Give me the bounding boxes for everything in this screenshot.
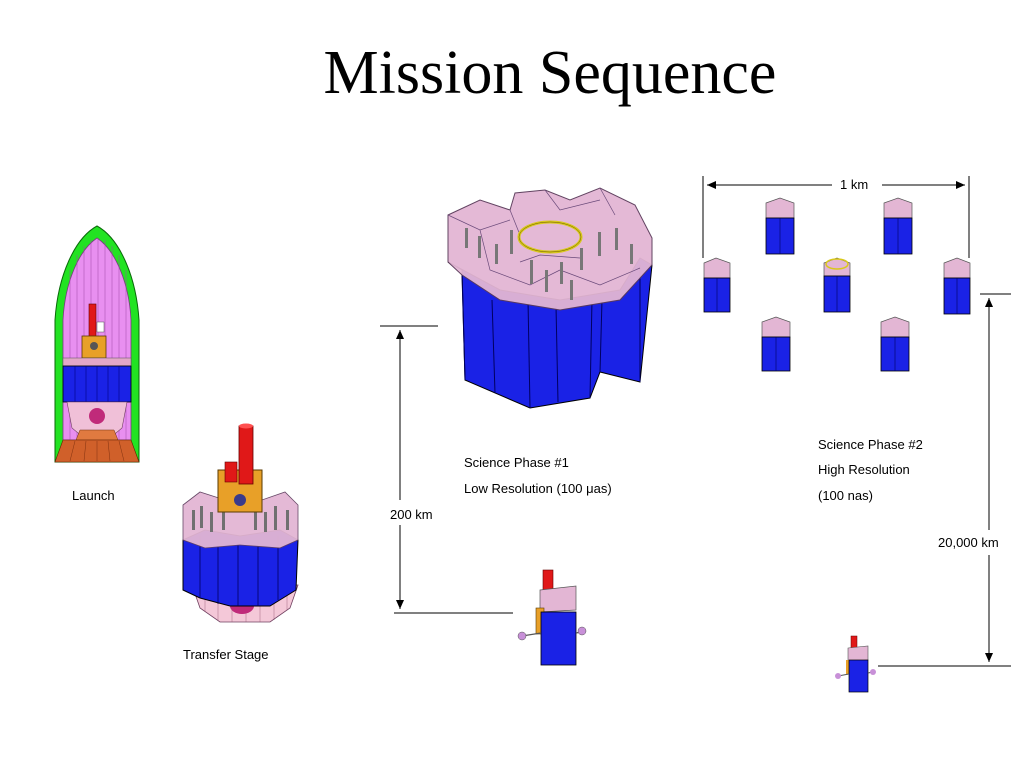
dimension-1km xyxy=(702,176,970,258)
formation-craft xyxy=(703,257,731,313)
detector-craft-icon xyxy=(517,569,587,666)
formation-hub xyxy=(823,257,851,313)
science1-title: Science Phase #1 xyxy=(464,455,569,470)
detector-craft-icon xyxy=(835,635,876,693)
science2-resolution: High Resolution xyxy=(818,462,910,477)
distance-20000km: 20,000 km xyxy=(938,535,999,550)
hex-cluster-icon xyxy=(447,187,653,409)
dimension-200km xyxy=(380,325,513,614)
launch-fairing-icon xyxy=(54,225,140,463)
launch-label: Launch xyxy=(72,488,115,503)
transfer-stage-icon xyxy=(182,423,299,623)
science1-resolution: Low Resolution (100 μas) xyxy=(464,481,612,496)
formation-craft xyxy=(761,316,791,372)
distance-200km: 200 km xyxy=(390,507,433,522)
science2-value: (100 nas) xyxy=(818,488,873,503)
dimension-20000km xyxy=(878,293,1011,667)
science2-title: Science Phase #2 xyxy=(818,437,923,452)
formation-craft xyxy=(943,257,971,315)
formation-craft xyxy=(765,197,795,255)
formation-craft xyxy=(883,197,913,255)
formation-craft xyxy=(880,316,910,372)
transfer-stage-label: Transfer Stage xyxy=(183,647,269,662)
formation-icon xyxy=(703,197,971,372)
slide-title: Mission Sequence xyxy=(323,39,777,107)
distance-1km: 1 km xyxy=(840,177,869,192)
